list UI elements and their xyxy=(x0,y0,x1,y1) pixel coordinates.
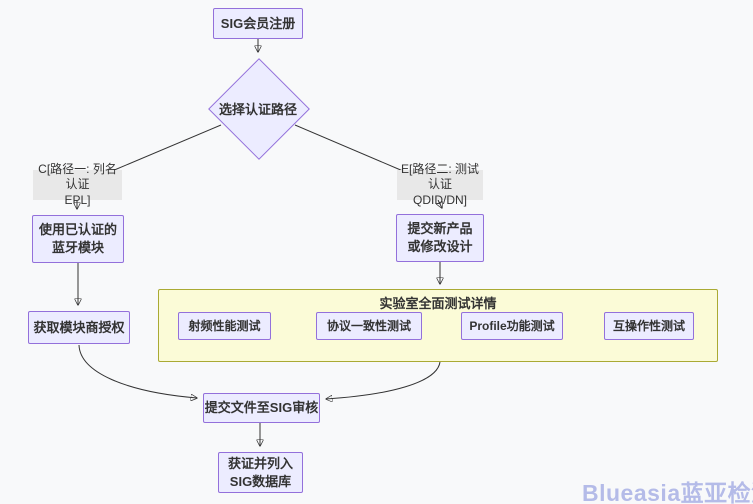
node-listed-in-database: 获证并列入 SIG数据库 xyxy=(218,452,303,493)
node-rf-test: 射频性能测试 xyxy=(178,312,271,340)
node-submit-product: 提交新产品 或修改设计 xyxy=(396,214,484,262)
node-submit-to-sig: 提交文件至SIG审核 xyxy=(203,393,320,423)
subgraph-title: 实验室全面测试详情 xyxy=(379,296,497,311)
decision-diamond: 选择认证路径 xyxy=(208,58,310,160)
edge-decision-to-path2 xyxy=(294,124,404,172)
diamond-label: 选择认证路径 xyxy=(218,101,297,117)
edge-decision-to-path1 xyxy=(111,124,222,172)
node-protocol-test: 协议一致性测试 xyxy=(316,312,422,340)
edge-label-path1: C[路径一: 列名认证 EPL] xyxy=(33,162,122,207)
edge-path2-to-submit-product xyxy=(438,199,442,208)
edge-label-path2: E[路径二: 测试认证 QDID/DN] xyxy=(397,162,483,207)
node-sig-register: SIG会员注册 xyxy=(213,8,303,39)
node-use-certified-module: 使用已认证的 蓝牙模块 xyxy=(32,215,124,263)
watermark: Blueasia蓝亚检测 xyxy=(582,480,753,504)
edge-module-auth-to-review xyxy=(78,344,197,398)
node-profile-test: Profile功能测试 xyxy=(461,312,563,340)
node-get-module-auth: 获取模块商授权 xyxy=(28,311,130,344)
edge-subgraph-to-review xyxy=(326,361,441,399)
node-interop-test: 互操作性测试 xyxy=(604,312,694,340)
